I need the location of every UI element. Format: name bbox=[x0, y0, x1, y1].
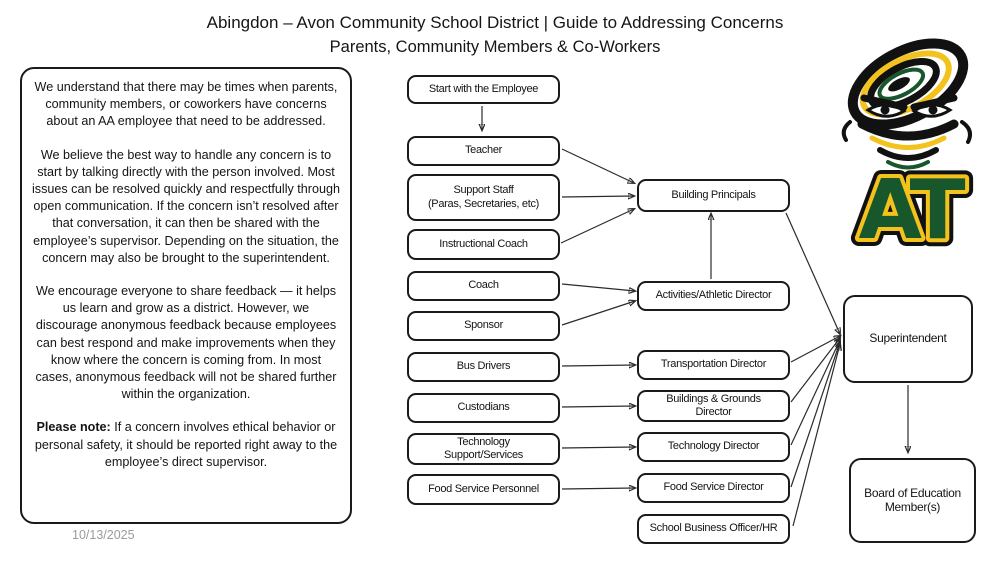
node-board-of-education: Board of Education Member(s) bbox=[849, 458, 976, 543]
arrow-bus-to-transportation bbox=[561, 365, 635, 366]
info-paragraph-2: We believe the best way to handle any co… bbox=[31, 147, 341, 265]
node-coach: Coach bbox=[407, 271, 560, 301]
node-food-service-personnel: Food Service Personnel bbox=[407, 474, 560, 505]
node-teacher: Teacher bbox=[407, 136, 560, 166]
arrow-instructional-to-principals bbox=[560, 209, 634, 244]
arrow-grounds-to-superintendent bbox=[790, 338, 840, 403]
node-superintendent: Superintendent bbox=[843, 295, 973, 383]
title-line-1: Abingdon – Avon Community School Distric… bbox=[206, 13, 784, 32]
logo-letters: AT AT AT bbox=[850, 155, 979, 250]
arrow-teacher-to-principals bbox=[561, 148, 634, 183]
node-custodians: Custodians bbox=[407, 393, 560, 423]
arrow-fooddirector-to-superintendent bbox=[790, 342, 840, 488]
title-line-2: Parents, Community Members & Co-Workers bbox=[329, 38, 661, 56]
info-paragraph-3: We encourage everyone to share feedback … bbox=[35, 284, 337, 402]
page-title: Abingdon – Avon Community School Distric… bbox=[0, 10, 990, 60]
arrow-techsupport-to-techdirector bbox=[561, 447, 635, 448]
node-sponsor: Sponsor bbox=[407, 311, 560, 341]
node-technology-director: Technology Director bbox=[637, 432, 790, 462]
node-bus-drivers: Bus Drivers bbox=[407, 352, 560, 382]
arrow-foodpersonnel-to-fooddirector bbox=[561, 488, 635, 489]
tornado-funnel-icon bbox=[841, 119, 972, 170]
arrow-business-to-superintendent bbox=[792, 344, 840, 527]
svg-text:AT: AT bbox=[858, 163, 965, 250]
date-stamp: 10/13/2025 bbox=[72, 528, 135, 542]
info-note: Please note: If a concern involves ethic… bbox=[31, 419, 341, 471]
node-school-business-officer: School Business Officer/HR bbox=[637, 514, 790, 544]
arrow-transportation-to-superintendent bbox=[790, 336, 840, 363]
arrow-principals-to-superintendent bbox=[785, 212, 840, 334]
svg-text:AT: AT bbox=[858, 163, 965, 250]
svg-text:AT: AT bbox=[858, 163, 965, 250]
node-building-principals: Building Principals bbox=[637, 179, 790, 212]
tornado-eyes-icon bbox=[860, 94, 958, 118]
node-support-staff: Support Staff (Paras, Secretaries, etc) bbox=[407, 174, 560, 221]
district-tornado-logo: AT AT AT bbox=[841, 38, 980, 250]
node-start-with-employee: Start with the Employee bbox=[407, 75, 560, 104]
node-food-service-director: Food Service Director bbox=[637, 473, 790, 503]
arrow-coach-to-activities bbox=[561, 283, 635, 291]
info-note-text: If a concern involves ethical behavior o… bbox=[34, 420, 338, 469]
info-panel: We understand that there may be times wh… bbox=[20, 67, 352, 524]
arrow-support-to-principals bbox=[561, 196, 634, 197]
arrow-sponsor-to-activities bbox=[561, 301, 635, 326]
node-technology-support: Technology Support/Services bbox=[407, 433, 560, 465]
node-buildings-grounds-director: Buildings & Grounds Director bbox=[637, 390, 790, 422]
arrow-custodians-to-grounds bbox=[561, 406, 635, 407]
info-paragraph-1: We understand that there may be times wh… bbox=[34, 80, 338, 129]
node-transportation-director: Transportation Director bbox=[637, 350, 790, 380]
info-note-label: Please note: bbox=[36, 420, 111, 435]
node-activities-athletic-director: Activities/Athletic Director bbox=[637, 281, 790, 311]
node-instructional-coach: Instructional Coach bbox=[407, 229, 560, 260]
arrow-techdirector-to-superintendent bbox=[790, 340, 840, 446]
